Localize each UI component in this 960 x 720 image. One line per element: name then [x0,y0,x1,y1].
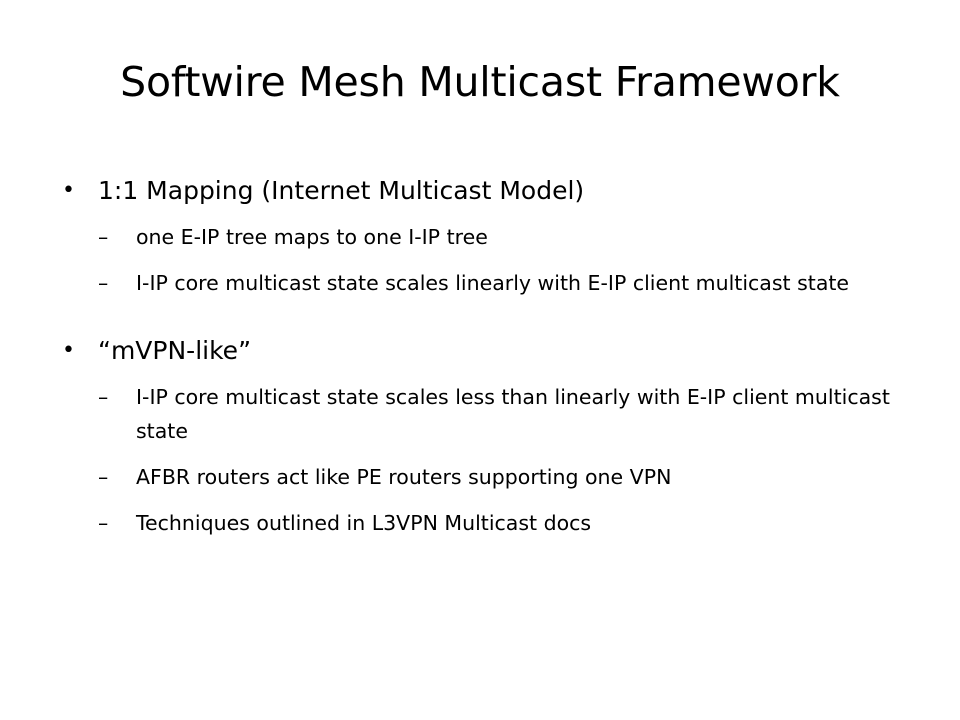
sub-bullet-marker: – [98,271,109,295]
sub-bullet-marker: – [98,465,109,489]
sub-bullet-item: – AFBR routers act like PE routers suppo… [56,460,916,494]
bullet-item: • “mVPN-like” [56,336,916,366]
sub-bullet-item: – Techniques outlined in L3VPN Multicast… [56,506,916,540]
sub-bullet-text: I-IP core multicast state scales less th… [136,385,890,443]
sub-bullet-text: Techniques outlined in L3VPN Multicast d… [136,511,592,535]
sub-bullet-text: one E-IP tree maps to one I-IP tree [136,225,488,249]
sub-bullet-marker: – [98,225,109,249]
sub-bullet-marker: – [98,511,109,535]
bullet-marker: • [62,338,75,363]
sub-bullet-text: I-IP core multicast state scales linearl… [136,271,850,295]
bullet-text: 1:1 Mapping (Internet Multicast Model) [98,176,585,205]
slide-title: Softwire Mesh Multicast Framework [120,58,840,106]
sub-bullet-item: – I-IP core multicast state scales linea… [56,266,916,300]
sub-bullet-text: AFBR routers act like PE routers support… [136,465,672,489]
bullet-spacer [56,312,916,336]
sub-bullet-item: – one E-IP tree maps to one I-IP tree [56,220,916,254]
sub-bullet-marker: – [98,385,109,409]
slide-body: • 1:1 Mapping (Internet Multicast Model)… [56,176,916,552]
bullet-text: “mVPN-like” [98,336,252,365]
sub-bullet-item: – I-IP core multicast state scales less … [56,380,916,448]
bullet-marker: • [62,178,75,203]
bullet-item: • 1:1 Mapping (Internet Multicast Model) [56,176,916,206]
